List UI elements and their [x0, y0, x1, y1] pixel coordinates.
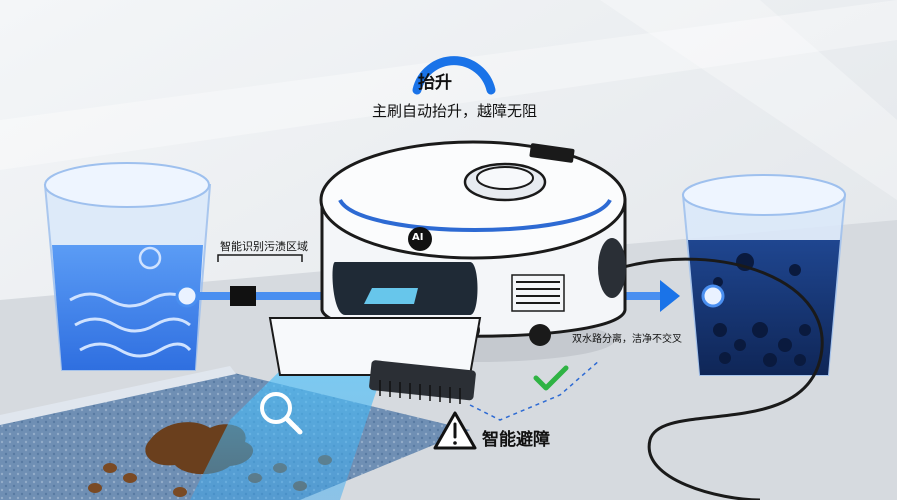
- warning-icon: [433, 411, 477, 450]
- rug-fringe: [0, 366, 236, 425]
- avoid-label: 智能避障: [482, 430, 550, 450]
- light-streak: [0, 0, 897, 170]
- ai-badge: [408, 227, 432, 251]
- check-icon: [533, 365, 569, 391]
- roller-brush: [268, 317, 482, 404]
- clean-water-pipe: [175, 284, 340, 308]
- lift-arc-icon: [412, 56, 496, 95]
- lift-subtitle: 主刷自动抬升，越障无阻: [372, 102, 538, 120]
- power-cord: [619, 257, 824, 500]
- dashed-path: [469, 359, 601, 421]
- light-streak: [600, 0, 897, 200]
- separation-label: 双水路分离，洁净不交叉: [572, 334, 682, 345]
- lift-title: 抬升: [418, 73, 452, 93]
- scan-emitter: [364, 288, 418, 304]
- detect-label: 智能识别污渍区域: [220, 240, 308, 253]
- dirty-water-tank: [681, 174, 847, 376]
- magnifier-icon: [260, 392, 303, 435]
- ai-badge-label: AI: [412, 232, 424, 243]
- clean-water-tank: [43, 162, 212, 371]
- detect-bracket: [217, 254, 303, 262]
